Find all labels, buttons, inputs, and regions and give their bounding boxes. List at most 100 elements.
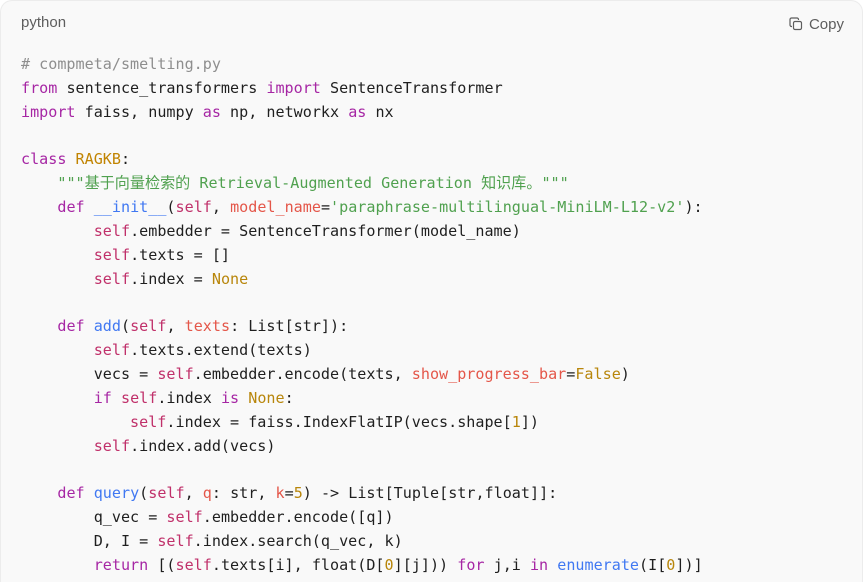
code-token-keyword: in <box>529 555 549 574</box>
code-token-self: self <box>93 269 131 288</box>
code-token-plain <box>21 222 94 240</box>
code-token-plain: ) -> List[Tuple[str,float]]: <box>302 484 558 503</box>
code-token-plain: vecs = <box>21 364 158 383</box>
code-token-keyword: class <box>21 150 67 169</box>
code-line: q_vec = self.embedder.encode([q]) <box>21 506 703 530</box>
code-token-comment: # compmeta/smelting.py <box>21 55 221 73</box>
code-token-func: add <box>93 317 121 336</box>
code-line: self.index = None <box>21 268 703 292</box>
code-line: ​ <box>21 458 703 482</box>
code-token-keyword: as <box>202 102 221 121</box>
code-token-self: self <box>157 531 194 550</box>
code-token-self: self <box>93 436 131 455</box>
code-token-plain: .texts.extend(texts) <box>130 341 312 360</box>
code-token-plain: ( <box>166 198 176 217</box>
code-token-plain <box>21 270 94 288</box>
code-token-self: self <box>130 317 167 336</box>
code-line: def query(self, q: str, k=5) -> List[Tup… <box>21 482 703 506</box>
code-token-plain: ( <box>120 317 131 336</box>
code-token-self: self <box>130 412 167 431</box>
code-token-number: 0 <box>384 555 394 574</box>
code-token-param: q <box>202 484 212 503</box>
code-token-number: 0 <box>666 555 676 574</box>
code-token-plain: .texts = [] <box>130 245 231 264</box>
code-token-plain <box>21 437 94 455</box>
code-token-keyword: from <box>21 78 58 97</box>
code-token-keyword: def <box>57 317 85 336</box>
code-line: # compmeta/smelting.py <box>21 53 703 77</box>
code-token-plain: ]) <box>520 412 540 431</box>
code-token-plain: nx <box>366 102 394 121</box>
code-token-keyword: import <box>21 102 76 121</box>
code-token-keyword: for <box>457 555 485 574</box>
code-line: self.texts.extend(texts) <box>21 339 703 363</box>
code-token-plain: sentence_transformers <box>57 78 267 97</box>
code-token-const: None <box>248 388 285 407</box>
code-token-plain: .texts[i], float(D[ <box>211 555 385 574</box>
code-token-plain: SentenceTransformer <box>320 78 503 97</box>
code-line: from sentence_transformers import Senten… <box>21 77 703 101</box>
code-token-plain: .index = faiss.IndexFlatIP(vecs.shape[ <box>166 412 512 431</box>
code-line: D, I = self.index.search(q_vec, k) <box>21 530 703 554</box>
code-token-keyword: def <box>57 484 85 503</box>
code-token-plain: , <box>166 317 185 336</box>
code-token-plain: [( <box>148 555 176 574</box>
code-token-param: k <box>275 484 285 503</box>
code-token-keyword: return <box>93 555 149 574</box>
code-token-plain <box>85 198 94 216</box>
code-token-self: self <box>93 245 131 264</box>
code-token-plain: .index.search(q_vec, k) <box>193 531 403 550</box>
code-token-keyword: is <box>220 388 240 407</box>
code-token-self: self <box>157 364 194 383</box>
code-token-plain: : <box>120 150 131 169</box>
code-line: def add(self, texts: List[str]): <box>21 315 703 339</box>
code-token-keyword: if <box>93 388 112 407</box>
code-token-self: self <box>93 221 131 240</box>
code-line: self.index = faiss.IndexFlatIP(vecs.shap… <box>21 411 703 435</box>
code-block-header: python Copy <box>1 1 862 47</box>
code-line: def __init__(self, model_name='paraphras… <box>21 196 703 220</box>
code-token-string: """基于向量检索的 Retrieval-Augmented Generatio… <box>57 174 569 193</box>
code-token-self: self <box>148 484 185 503</box>
code-token-const: False <box>575 364 621 383</box>
code-token-plain: .embedder.encode([q]) <box>202 508 394 527</box>
code-token-plain: ])] <box>675 555 703 574</box>
code-token-plain: .embedder.encode(texts, <box>193 364 412 383</box>
code-token-self: self <box>120 388 158 407</box>
code-token-plain: (I[ <box>639 555 667 574</box>
code-line: ​ <box>21 291 703 315</box>
code-token-number: 5 <box>293 484 303 503</box>
code-token-plain: q_vec = <box>21 508 167 527</box>
code-token-plain: : str, <box>211 484 276 503</box>
code-token-plain <box>21 246 94 264</box>
code-token-self: self <box>175 198 212 217</box>
code-token-plain: = <box>284 484 294 503</box>
language-label: python <box>21 14 67 31</box>
code-token-plain: ( <box>139 484 149 503</box>
code-token-plain: faiss, numpy <box>75 102 203 121</box>
code-line: self.texts = [] <box>21 244 703 268</box>
code-token-plain: D, I = <box>21 531 158 550</box>
code-token-plain <box>21 484 57 502</box>
code-line: ​ <box>21 125 703 149</box>
code-token-plain <box>66 150 75 168</box>
code-token-plain: j,i <box>484 555 530 574</box>
code-line: """基于向量检索的 Retrieval-Augmented Generatio… <box>21 172 703 196</box>
code-token-plain: = <box>320 198 331 217</box>
code-token-string: 'paraphrase-multilingual-MiniLM-L12-v2' <box>330 198 685 217</box>
code-token-plain <box>112 389 121 407</box>
code-token-self: self <box>93 341 131 360</box>
code-token-func: __init__ <box>93 198 167 217</box>
code-area[interactable]: # compmeta/smelting.py from sentence_tran… <box>21 53 703 578</box>
code-token-param: model_name <box>230 198 321 217</box>
code-token-class: RAGKB <box>75 150 121 169</box>
code-token-plain: : List[str]): <box>230 317 349 336</box>
code-line: class RAGKB: <box>21 148 703 172</box>
code-token-plain: : <box>284 388 294 407</box>
copy-button[interactable]: Copy <box>789 13 844 35</box>
code-token-plain <box>85 317 94 335</box>
code-token-plain: = <box>566 364 576 383</box>
code-token-plain: , <box>211 198 231 217</box>
code-token-plain <box>21 413 130 431</box>
